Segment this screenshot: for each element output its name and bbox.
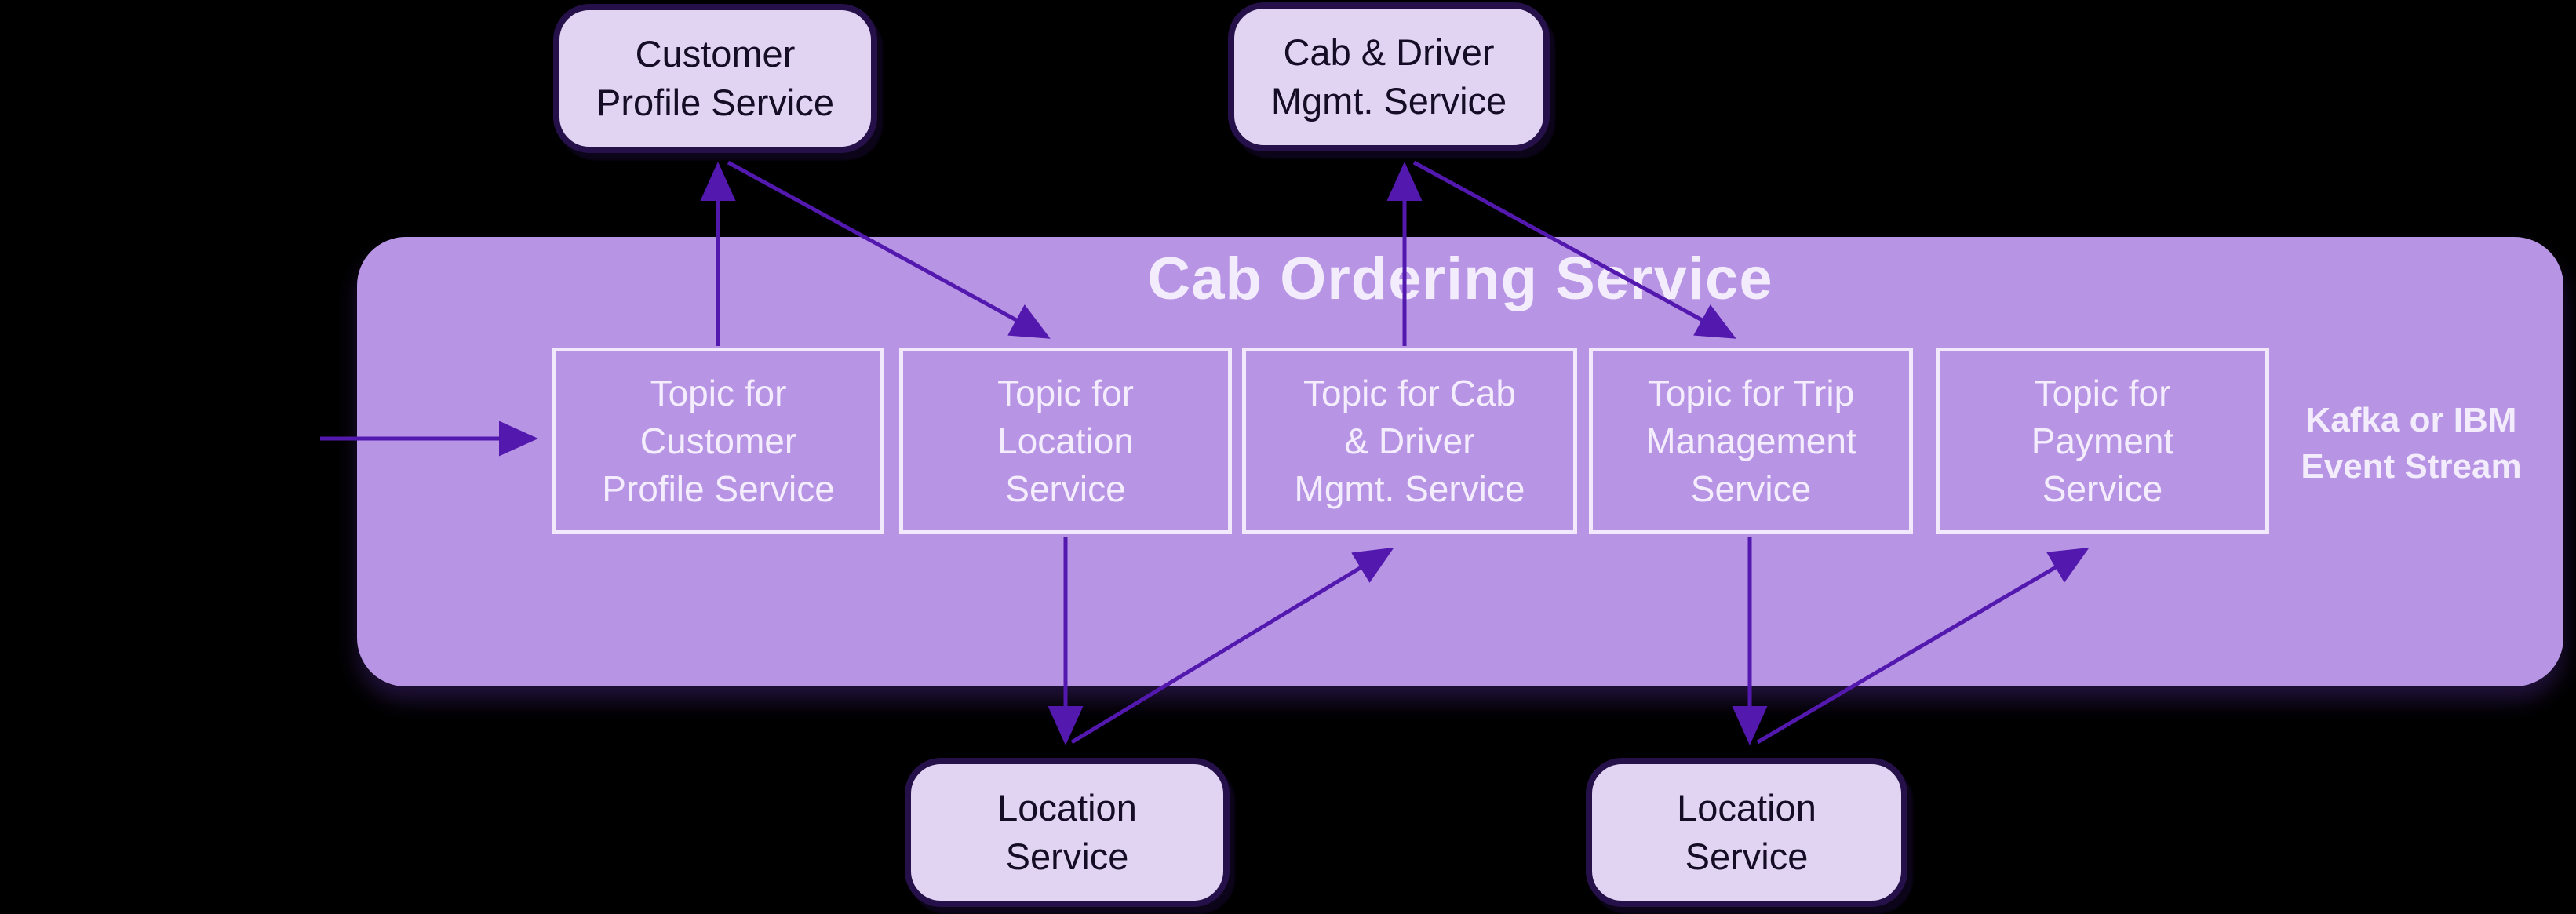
topic-box-location: Topic for Location Service (899, 348, 1232, 534)
topic-box-cab-driver: Topic for Cab & Driver Mgmt. Service (1242, 348, 1577, 534)
topic-box-customer-profile: Topic for Customer Profile Service (552, 348, 884, 534)
platform-label: Kafka or IBM Event Stream (2301, 401, 2522, 486)
arrow-customer-profile-service-to-topic-location (727, 160, 1051, 339)
arrow-location-service-left-to-topic-cab-driver (1070, 547, 1394, 745)
topic-box-payment: Topic for Payment Service (1936, 348, 2269, 534)
location-service-box-right: Location Service (1586, 758, 1907, 907)
cab-driver-mgmt-service-box: Cab & Driver Mgmt. Service (1228, 2, 1550, 151)
location-service-box-left: Location Service (905, 758, 1230, 907)
topic-box-trip-management: Topic for Trip Management Service (1589, 348, 1913, 534)
arrow-location-service-right-to-topic-payment (1756, 547, 2090, 745)
cab-ordering-service-container: Cab Ordering Service (357, 237, 2563, 686)
arrow-cab-driver-mgmt-service-to-topic-trip-management (1412, 160, 1736, 339)
customer-profile-service-box: Customer Profile Service (553, 4, 877, 153)
